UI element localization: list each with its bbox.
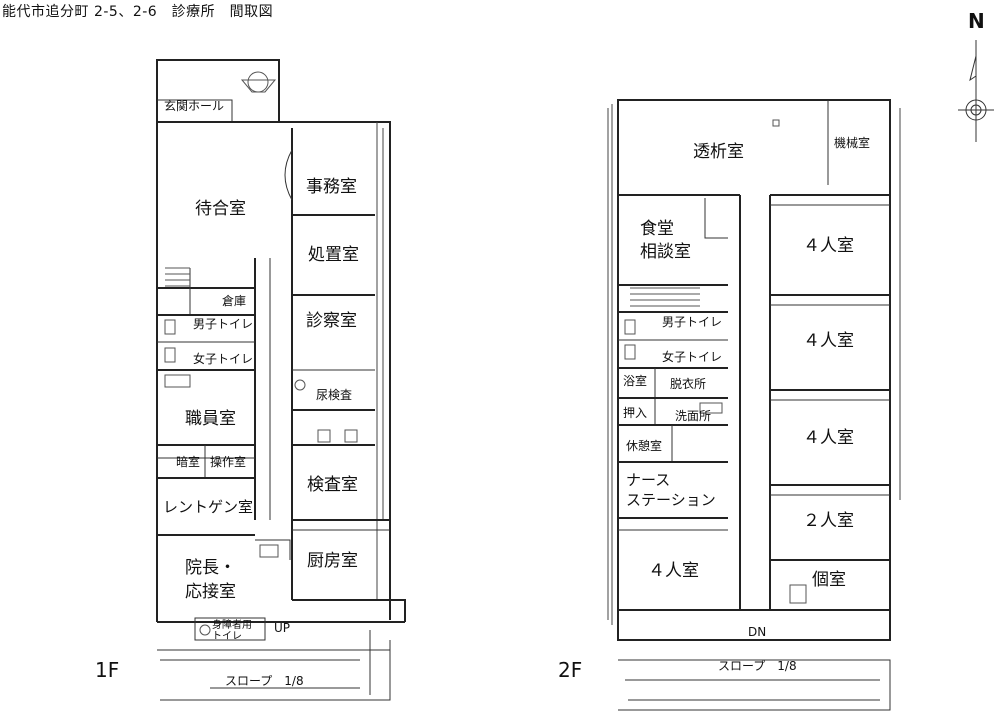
up-label: UP	[274, 621, 290, 635]
room-single: 個室	[812, 570, 846, 590]
room-womens-toilet-2f: 女子トイレ	[662, 349, 722, 364]
room-nurse-line2: ステーション	[626, 491, 716, 509]
north-arrow: N	[958, 9, 994, 142]
floor-2-fixtures	[624, 119, 807, 604]
room-darkroom: 暗室	[176, 454, 200, 469]
room-waiting: 待合室	[195, 199, 246, 219]
room-treatment: 処置室	[308, 245, 359, 265]
room-staff: 職員室	[185, 409, 236, 429]
room-dining-line1: 食堂	[640, 219, 674, 239]
room-rest: 休憩室	[626, 438, 662, 453]
floor-label-2f: 2F	[558, 658, 582, 682]
room-exam: 診察室	[306, 311, 357, 331]
room-urine-test: 尿検査	[316, 388, 352, 402]
floor-1-labels: 玄関ホール 待合室 事務室 処置室 診察室 尿検査 倉庫 男子トイレ 女子トイレ…	[95, 98, 359, 688]
room-2bed: ２人室	[803, 511, 854, 531]
room-kitchen: 厨房室	[307, 551, 358, 571]
room-mens-toilet-2f: 男子トイレ	[662, 315, 722, 329]
room-washroom: 洗面所	[675, 409, 711, 423]
north-label: N	[968, 9, 985, 33]
room-lab: 検査室	[307, 475, 358, 495]
slope-label-1f: スロープ 1/8	[225, 674, 304, 688]
room-nurse-line1: ナース	[626, 471, 670, 489]
room-bath: 浴室	[623, 373, 647, 388]
slope-label-2f: スロープ 1/8	[718, 659, 797, 673]
room-storage: 倉庫	[222, 293, 246, 308]
floor-2-walls	[607, 99, 901, 711]
floor-label-1f: 1F	[95, 658, 119, 682]
room-entrance-hall: 玄関ホール	[164, 98, 224, 113]
room-4bed-d: ４人室	[648, 561, 699, 581]
room-machine: 機械室	[834, 135, 870, 150]
room-4bed-a: ４人室	[803, 236, 854, 256]
floor-1-fixtures	[164, 71, 358, 636]
room-accessible-line1: 身障者用	[212, 618, 252, 631]
room-closet: 押入	[623, 406, 647, 420]
room-mens-toilet: 男子トイレ	[193, 317, 253, 331]
room-4bed-c: ４人室	[803, 428, 854, 448]
room-office: 事務室	[306, 177, 357, 197]
room-control: 操作室	[210, 454, 246, 469]
floor-1-walls	[156, 59, 406, 701]
room-womens-toilet: 女子トイレ	[193, 351, 253, 366]
room-dialysis: 透析室	[693, 142, 744, 162]
room-4bed-b: ４人室	[803, 331, 854, 351]
floor-2-labels: 透析室 機械室 食堂 相談室 ４人室 ４人室 ４人室 ２人室 個室 ４人室 男子…	[558, 135, 870, 682]
room-director-line2: 応接室	[185, 582, 236, 602]
room-xray: レントゲン室	[163, 498, 253, 516]
room-changing: 脱衣所	[670, 376, 706, 391]
room-director-line1: 院長・	[185, 558, 236, 578]
room-dining-line2: 相談室	[640, 242, 691, 262]
room-accessible-line2: トイレ	[212, 631, 242, 642]
plan-title: 能代市追分町 2-5、2-6 診療所 間取図	[2, 4, 274, 20]
dn-label: DN	[748, 625, 766, 639]
